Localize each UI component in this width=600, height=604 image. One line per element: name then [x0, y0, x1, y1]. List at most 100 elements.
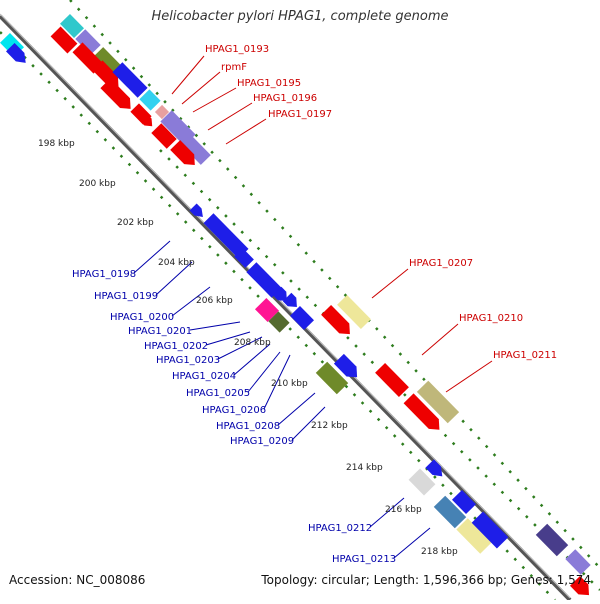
genome-backbone-highlight: [0, 13, 571, 599]
gene-feature-arrow: [272, 286, 287, 301]
gene-feature: [425, 459, 443, 477]
gene-feature: [289, 305, 315, 331]
label-leader-line: [192, 87, 237, 113]
gene-label-forward: rpmF: [221, 62, 247, 73]
gene-feature: [451, 489, 477, 515]
gene-feature-block: [416, 380, 460, 424]
gene-label-reverse: HPAG1_0205: [186, 388, 250, 399]
label-leader-line: [207, 102, 253, 131]
gene-feature-block: [234, 248, 254, 268]
gene-feature-block: [75, 29, 101, 55]
label-leader-line: [291, 406, 326, 441]
label-leader-line: [225, 118, 267, 145]
gene-feature: [337, 294, 371, 330]
gene-label-reverse: HPAG1_0202: [144, 341, 208, 352]
gene-feature-block: [181, 135, 211, 165]
gene-feature: [408, 468, 436, 496]
summary-text: Topology: circular; Length: 1,596,366 bp…: [261, 573, 591, 587]
gene-feature: [112, 62, 148, 98]
gene-feature-arrow: [100, 78, 131, 109]
outer-dotted-track: [69, 0, 600, 569]
label-leader-line: [247, 351, 281, 393]
gene-feature: [375, 362, 409, 398]
gene-feature-arrow: [6, 42, 26, 63]
gene-label-reverse: HPAG1_0199: [94, 291, 158, 302]
tick-label: 208 kbp: [234, 338, 271, 348]
gene-feature: [282, 292, 297, 307]
gene-feature-block: [337, 294, 371, 330]
gene-feature-block: [565, 549, 591, 575]
gene-label-reverse: HPAG1_0201: [128, 326, 192, 337]
gene-label-forward: HPAG1_0197: [268, 109, 332, 120]
gene-feature: [535, 523, 569, 557]
gene-feature-block: [451, 489, 477, 515]
gene-feature-arrow: [403, 393, 440, 430]
gene-feature: [416, 380, 460, 424]
map-title: Helicobacter pylori HPAG1, complete geno…: [151, 9, 449, 24]
gene-label-forward: HPAG1_0196: [253, 93, 317, 104]
gene-feature: [268, 311, 290, 333]
gene-labels: HPAG1_0193 rpmF HPAG1_0195HPAG1_0196HPAG1_…: [72, 44, 557, 565]
gene-feature-arrow: [140, 114, 153, 127]
tick-label: 212 kbp: [311, 421, 348, 431]
tick-label: 216 kbp: [385, 505, 422, 515]
label-leader-line: [421, 323, 459, 356]
gene-feature-block: [246, 262, 282, 298]
gene-feature: [246, 262, 282, 298]
label-leader-line: [445, 360, 493, 393]
gene-label-reverse: HPAG1_0213: [332, 554, 396, 565]
label-leaders: [133, 55, 493, 559]
gene-label-forward: HPAG1_0193: [205, 44, 269, 55]
gene-feature-block: [471, 511, 509, 549]
gene-feature-arrow: [321, 304, 350, 335]
label-leader-line: [133, 240, 171, 274]
gene-feature: [403, 393, 440, 430]
gene-feature-arrow: [333, 353, 358, 378]
gene-label-forward: HPAG1_0195: [237, 78, 301, 89]
gene-label-forward: HPAG1_0210: [459, 313, 523, 324]
gene-feature: [333, 353, 358, 378]
tick-label: 202 kbp: [117, 218, 154, 228]
gene-feature: [189, 203, 203, 217]
gene-label-reverse: HPAG1_0209: [230, 436, 294, 447]
gene-feature-block: [408, 468, 436, 496]
label-leader-line: [205, 331, 251, 346]
feature-track: [0, 13, 591, 596]
gene-feature: [272, 286, 287, 301]
label-leader-line: [189, 321, 241, 331]
tick-label: 214 kbp: [346, 463, 383, 473]
gene-feature: [50, 26, 78, 54]
gene-feature: [254, 297, 280, 323]
gene-feature: [471, 511, 509, 549]
gene-feature: [569, 575, 590, 596]
label-leader-line: [263, 354, 291, 410]
label-leader-line: [233, 343, 271, 376]
gene-label-reverse: HPAG1_0206: [202, 405, 266, 416]
gene-feature: [170, 140, 195, 165]
gene-feature: [59, 13, 85, 39]
tick-label: 218 kbp: [421, 547, 458, 557]
tick-label: 200 kbp: [79, 179, 116, 189]
gene-feature: [315, 361, 349, 395]
label-leader-line: [155, 261, 193, 296]
gene-feature-block: [203, 213, 249, 259]
gene-feature-block: [72, 42, 104, 74]
gene-feature-block: [154, 104, 170, 120]
tick-label: 210 kbp: [271, 379, 308, 389]
gene-feature-block: [535, 523, 569, 557]
gene-feature-block: [315, 361, 349, 395]
gene-feature-block: [139, 89, 161, 111]
gene-feature-block: [112, 62, 148, 98]
gene-feature-arrow: [569, 575, 590, 596]
gene-feature: [100, 78, 131, 109]
gene-feature-arrow: [170, 140, 195, 165]
gene-feature: [181, 135, 211, 165]
label-leader-line: [393, 527, 431, 559]
gene-feature: [203, 213, 249, 259]
gene-feature: [6, 42, 26, 63]
label-leader-line: [369, 497, 405, 528]
gene-feature: [139, 89, 161, 111]
